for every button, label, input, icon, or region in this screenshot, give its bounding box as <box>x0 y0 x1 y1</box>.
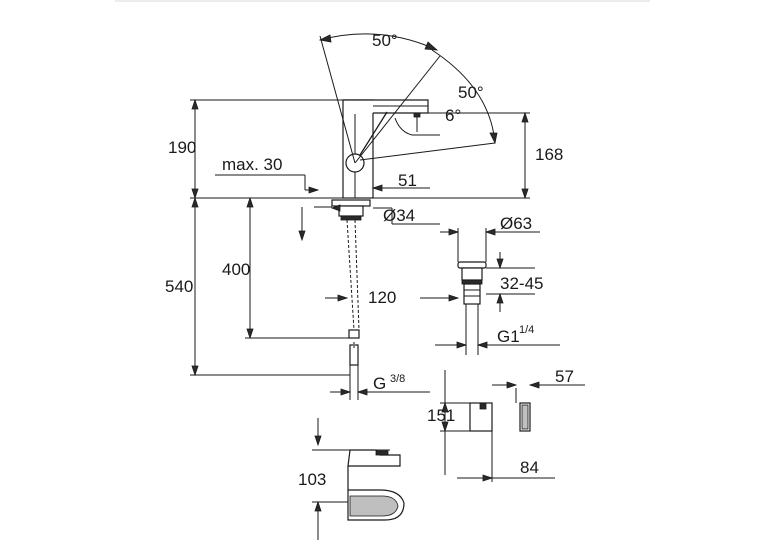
label-spout-height: 168 <box>535 145 563 164</box>
label-spout-projection: 51 <box>398 171 417 190</box>
label-waste-thread: G1 <box>497 327 520 346</box>
mounting-assembly <box>314 199 393 224</box>
label-handle-width: 57 <box>555 367 574 386</box>
label-max-distance: max. 30 <box>222 155 282 174</box>
label-swivel-top: 50° <box>372 31 398 50</box>
label-hole-diameter: Ø34 <box>383 206 415 225</box>
handle-front-view <box>469 402 493 432</box>
swivel-angle-guides <box>318 33 498 164</box>
label-handle-depth: 84 <box>520 458 539 477</box>
label-spout-tilt: 6° <box>445 106 461 125</box>
label-hose-length: 400 <box>222 260 250 279</box>
label-total-height: 190 <box>168 138 196 157</box>
supply-hose <box>346 219 360 400</box>
label-hose-thread-fraction: 3/8 <box>390 373 405 385</box>
label-waste-thread-fraction: 1/4 <box>519 324 534 336</box>
label-swivel-right: 50° <box>458 83 484 102</box>
label-waste-height: 32-45 <box>500 274 543 293</box>
label-waste-diameter: Ø63 <box>500 214 532 233</box>
label-handle-length: 151 <box>427 406 455 425</box>
handle-side-view <box>515 388 531 432</box>
label-waste-offset: 120 <box>368 288 396 307</box>
label-side-view-height: 103 <box>298 470 326 489</box>
faucet-side-view <box>347 449 405 521</box>
waste-valve <box>457 261 487 355</box>
label-below-basin: 540 <box>165 277 193 296</box>
label-hose-thread: G <box>373 374 386 393</box>
